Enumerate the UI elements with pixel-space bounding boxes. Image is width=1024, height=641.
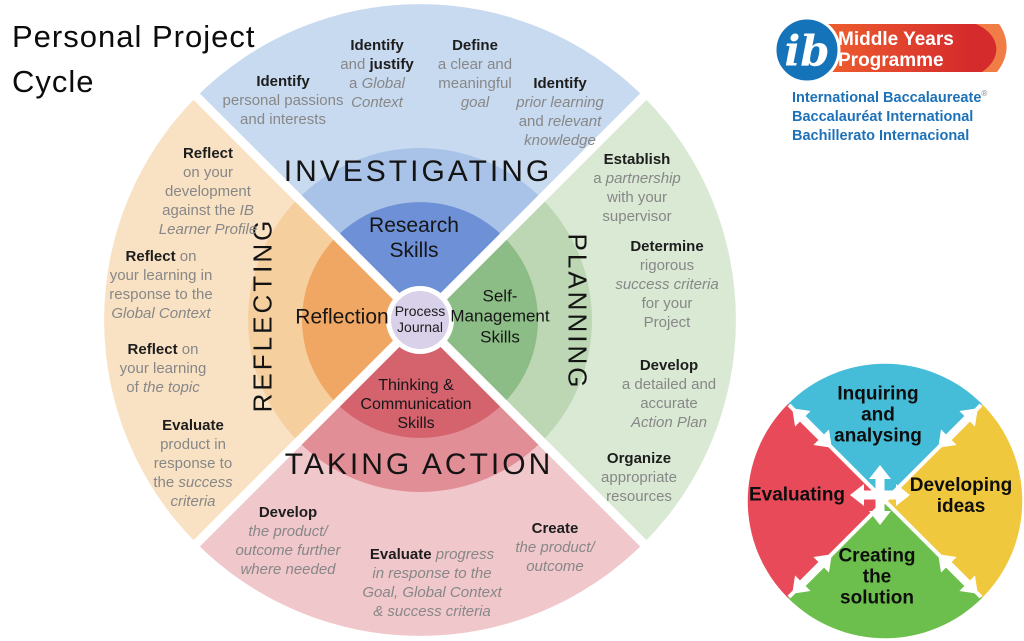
process-journal-circle <box>391 291 449 349</box>
main-wheel <box>104 4 736 636</box>
investigating-label: INVESTIGATING <box>283 155 553 188</box>
developing-ideas-label: Developing ideas <box>909 475 1013 517</box>
myp-banner <box>798 24 998 72</box>
arrow-bottom-right-icon <box>938 554 978 594</box>
creating-solution-label: Creating the solution <box>838 545 916 609</box>
ib-monogram: ib <box>784 26 830 76</box>
developing-ideas-sector <box>885 404 1023 598</box>
planning-label: PLANNING <box>562 233 593 391</box>
center-cross-arrow-icon <box>850 465 910 525</box>
research-skills-label: Research Skills <box>369 213 459 262</box>
banner-swoosh <box>976 24 1007 72</box>
banner-line-1: Middle Years <box>838 29 954 50</box>
inquiring-analysing-label: Inquiring and analysing <box>834 383 922 447</box>
reflecting-label: REFLECTING <box>247 217 278 413</box>
creating-solution-sector <box>788 501 982 639</box>
page-title: Personal Project Cycle <box>12 19 256 99</box>
org-line-spanish: Bachillerato Internacional <box>792 127 970 144</box>
org-line-french: Baccalauréat International <box>792 108 974 125</box>
ib-organisation-names: International Baccalaureate® Baccalauréa… <box>792 84 987 146</box>
taking-action-label: TAKING ACTION <box>284 448 554 481</box>
thinking-communication-skills-label: Thinking & Communication Skills <box>360 377 472 433</box>
registered-mark: ® <box>981 89 988 98</box>
evaluating-sector <box>747 404 885 598</box>
banner-line-2: Programme <box>838 50 944 71</box>
design-cycle-wheel <box>747 363 1023 639</box>
research-skills-wedge <box>336 202 504 320</box>
ib-circle <box>773 16 841 84</box>
process-journal-label: Process Journal <box>394 303 446 335</box>
arrow-top-left-icon <box>792 408 832 448</box>
self-management-skills-wedge <box>420 236 538 404</box>
arrow-bottom-left-icon <box>792 554 832 594</box>
arrow-top-right-icon <box>938 408 978 448</box>
myp-banner-text: Middle Years Programme <box>838 29 954 71</box>
inquiring-sector <box>788 363 982 501</box>
evaluating-label: Evaluating <box>748 484 846 506</box>
reflection-label: Reflection <box>295 305 389 329</box>
self-management-skills-label: Self- Management Skills <box>450 286 550 347</box>
reflection-wedge <box>302 236 420 404</box>
thinking-communication-skills-wedge <box>336 320 504 438</box>
ib-logo <box>773 16 1007 84</box>
org-line-english: International Baccalaureate® <box>792 89 988 106</box>
